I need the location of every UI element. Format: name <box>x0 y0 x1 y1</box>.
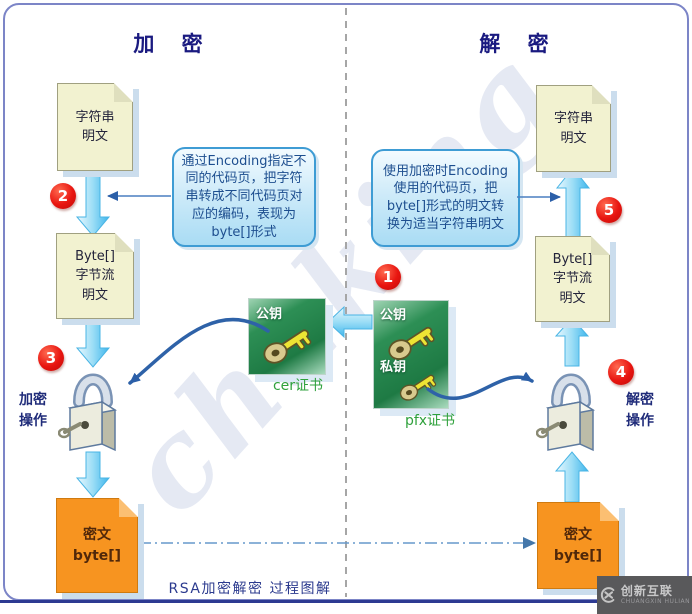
private-key-icon <box>399 374 437 401</box>
cxhl-logo: 创新互联 CHUANGXIN HULIAN <box>597 576 692 614</box>
cxhl-logo-tagline: CHUANGXIN HULIAN <box>620 597 691 605</box>
up-arrow-icon <box>554 317 590 367</box>
step-badge-5: 5 <box>596 197 622 223</box>
step-badge-3: 3 <box>38 345 64 371</box>
cer-key-to-lock-arrow <box>128 317 270 385</box>
pfx-certificate-label: pfx证书 <box>404 413 456 429</box>
cxhl-logo-textblock: 创新互联 CHUANGXIN HULIAN <box>621 585 690 604</box>
encoding-note-decrypt: 使用加密时Encoding 使用的代码页，把 byte[]形式的明文转 换为适当… <box>371 149 520 247</box>
down-arrow-icon <box>75 451 111 498</box>
cer-public-key-label: 公钥 <box>256 307 283 322</box>
footer-divider <box>0 600 692 603</box>
pfx-private-key-label: 私钥 <box>380 360 407 375</box>
encoding-note-encrypt: 通过Encoding指定不 同的代码页，把字符 串转成不同代码页对 应的编码，表… <box>172 147 316 247</box>
encrypt-string-plaintext-doc: 字符串 明文 <box>57 83 133 171</box>
encrypt-ciphertext-doc: 密文 byte[] <box>56 498 138 593</box>
pfx-key-to-lock-arrow <box>426 371 534 401</box>
cxhl-logo-text: 创新互联 <box>620 584 673 599</box>
down-arrow-icon <box>75 168 111 237</box>
encrypt-operation-label: 加密 操作 <box>19 392 47 429</box>
encrypt-byte-stream-doc: Byte[] 字节流 明文 <box>56 233 134 319</box>
decrypt-title: 解 密 <box>479 32 559 56</box>
decrypt-string-plaintext-doc: 字符串 明文 <box>536 85 611 172</box>
pfx-certificate-box: 公钥 私钥 <box>373 300 449 409</box>
public-key-icon <box>263 329 312 364</box>
up-arrow-icon <box>554 451 590 503</box>
left-arrow-icon <box>327 305 373 339</box>
step-badge-4: 4 <box>608 359 634 385</box>
decrypt-byte-stream-doc: Byte[] 字节流 明文 <box>535 236 610 322</box>
encrypt-title: 加 密 <box>133 32 213 56</box>
down-arrow-icon <box>75 316 111 368</box>
diagram-caption: RSA加密解密 过程图解 <box>168 581 332 597</box>
step-badge-1: 1 <box>375 264 401 290</box>
cer-certificate-box: 公钥 <box>248 298 326 375</box>
pfx-public-key-label: 公钥 <box>380 308 407 323</box>
encrypt-padlock-icon <box>58 373 118 452</box>
up-arrow-icon <box>555 167 591 239</box>
decrypt-ciphertext-doc: 密文 byte[] <box>537 502 619 589</box>
step-badge-2: 2 <box>50 183 76 209</box>
decrypt-padlock-icon <box>536 373 596 452</box>
cxhl-logo-icon <box>600 587 615 603</box>
cer-certificate-label: cer证书 <box>272 378 324 394</box>
public-key-icon <box>388 326 435 360</box>
ciphertext-transfer-arrowhead-icon <box>523 537 536 549</box>
decrypt-operation-label: 解密 操作 <box>626 392 654 429</box>
